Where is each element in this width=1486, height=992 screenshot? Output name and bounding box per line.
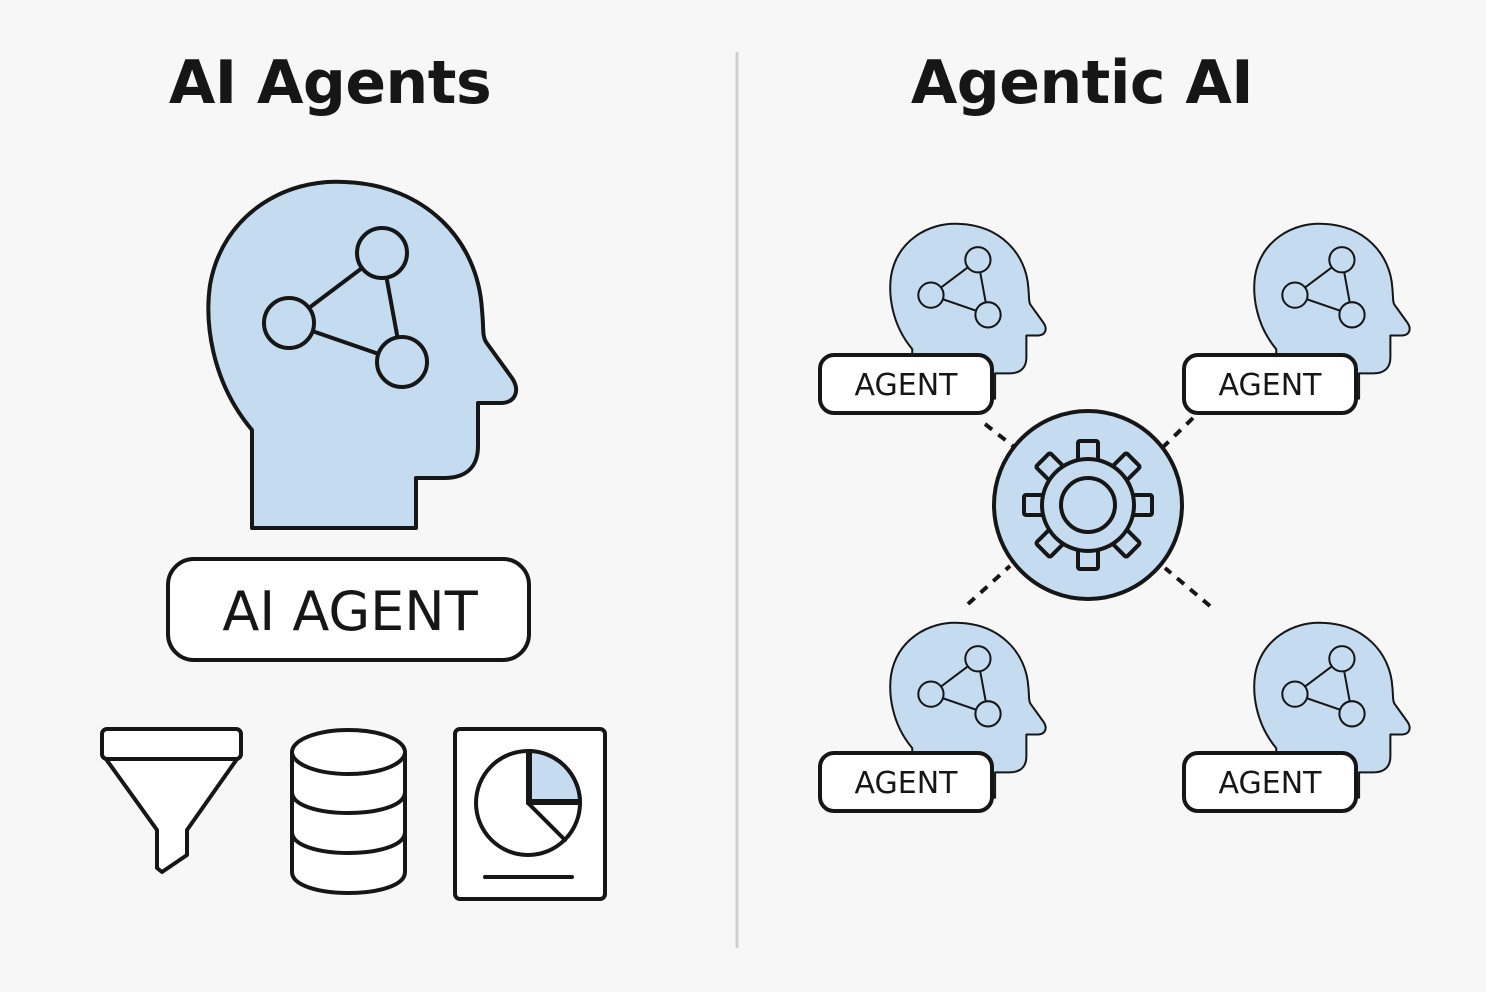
- ai-agent-label: AI AGENT: [222, 580, 478, 643]
- agent-label-box-4: [1182, 751, 1358, 813]
- report-chart-icon: [453, 727, 607, 901]
- agent-label-2: AGENT: [1218, 368, 1322, 403]
- left-title: AI Agents: [168, 48, 492, 118]
- agent-label-1: AGENT: [854, 368, 958, 403]
- agent-label-3: AGENT: [854, 766, 958, 801]
- agent-label-box-3: [818, 751, 994, 813]
- database-icon: [290, 728, 407, 895]
- right-title: Agentic AI: [910, 48, 1254, 118]
- connector-lines: [966, 416, 1212, 608]
- agent-label-box-1: [818, 353, 994, 415]
- ai-agent-label-box: [166, 557, 531, 662]
- funnel-icon: [100, 727, 243, 874]
- ai-agent-head-icon: [206, 179, 519, 530]
- gear-icon: [992, 409, 1184, 601]
- agent-label-4: AGENT: [1218, 766, 1322, 801]
- agent-label-box-2: [1182, 353, 1358, 415]
